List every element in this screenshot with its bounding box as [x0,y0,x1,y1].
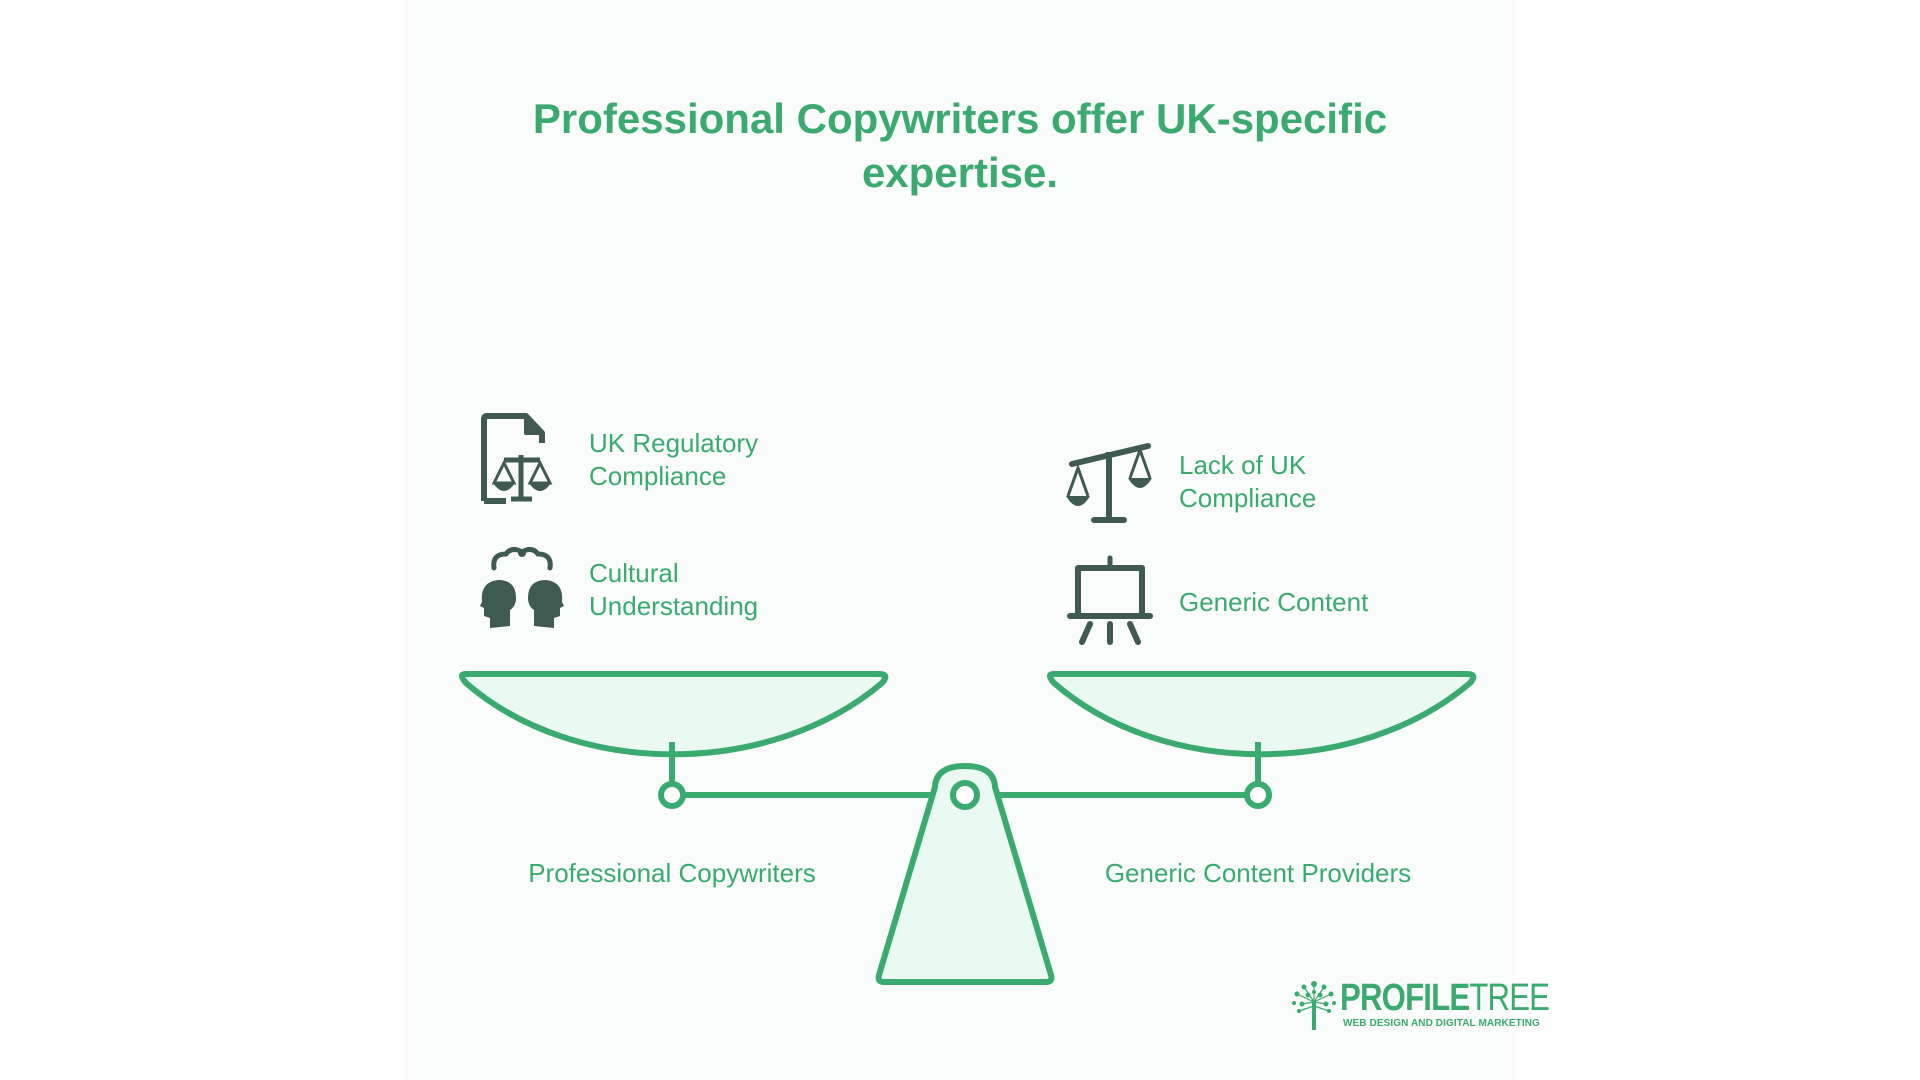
right-item-lack-compliance: Lack of UK Compliance [1179,450,1317,513]
easel-icon [1067,555,1153,645]
right-side-label: Generic Content Providers [1104,858,1412,888]
diagram-title: Professional Copywriters offer UK-specif… [0,92,1920,200]
left-item-regulatory: UK Regulatory Compliance [589,428,759,491]
pivot-joint [950,780,980,810]
right-pan [1047,671,1477,758]
left-joint [658,781,686,809]
profiletree-logo: PROFILETREE WEB DESIGN AND DIGITAL MARKE… [1290,978,1550,1030]
title-line-1: Professional Copywriters offer UK-specif… [532,95,1388,142]
tilted-scales-icon [1066,443,1152,523]
document-scales-icon [481,413,553,504]
left-item-cultural: Cultural Understanding [589,558,759,621]
tree-icon [1292,981,1336,1030]
two-heads-icon [480,546,564,628]
logo-tagline: WEB DESIGN AND DIGITAL MARKETING [1343,1018,1540,1029]
left-pan [459,671,889,758]
logo-wordmark: PROFILETREE [1340,977,1550,1019]
title-line-2: expertise. [861,149,1059,196]
left-side-label: Professional Copywriters [528,858,816,888]
right-joint [1244,781,1272,809]
right-item-generic-content: Generic Content [1179,587,1369,617]
scale-base [875,763,1055,985]
